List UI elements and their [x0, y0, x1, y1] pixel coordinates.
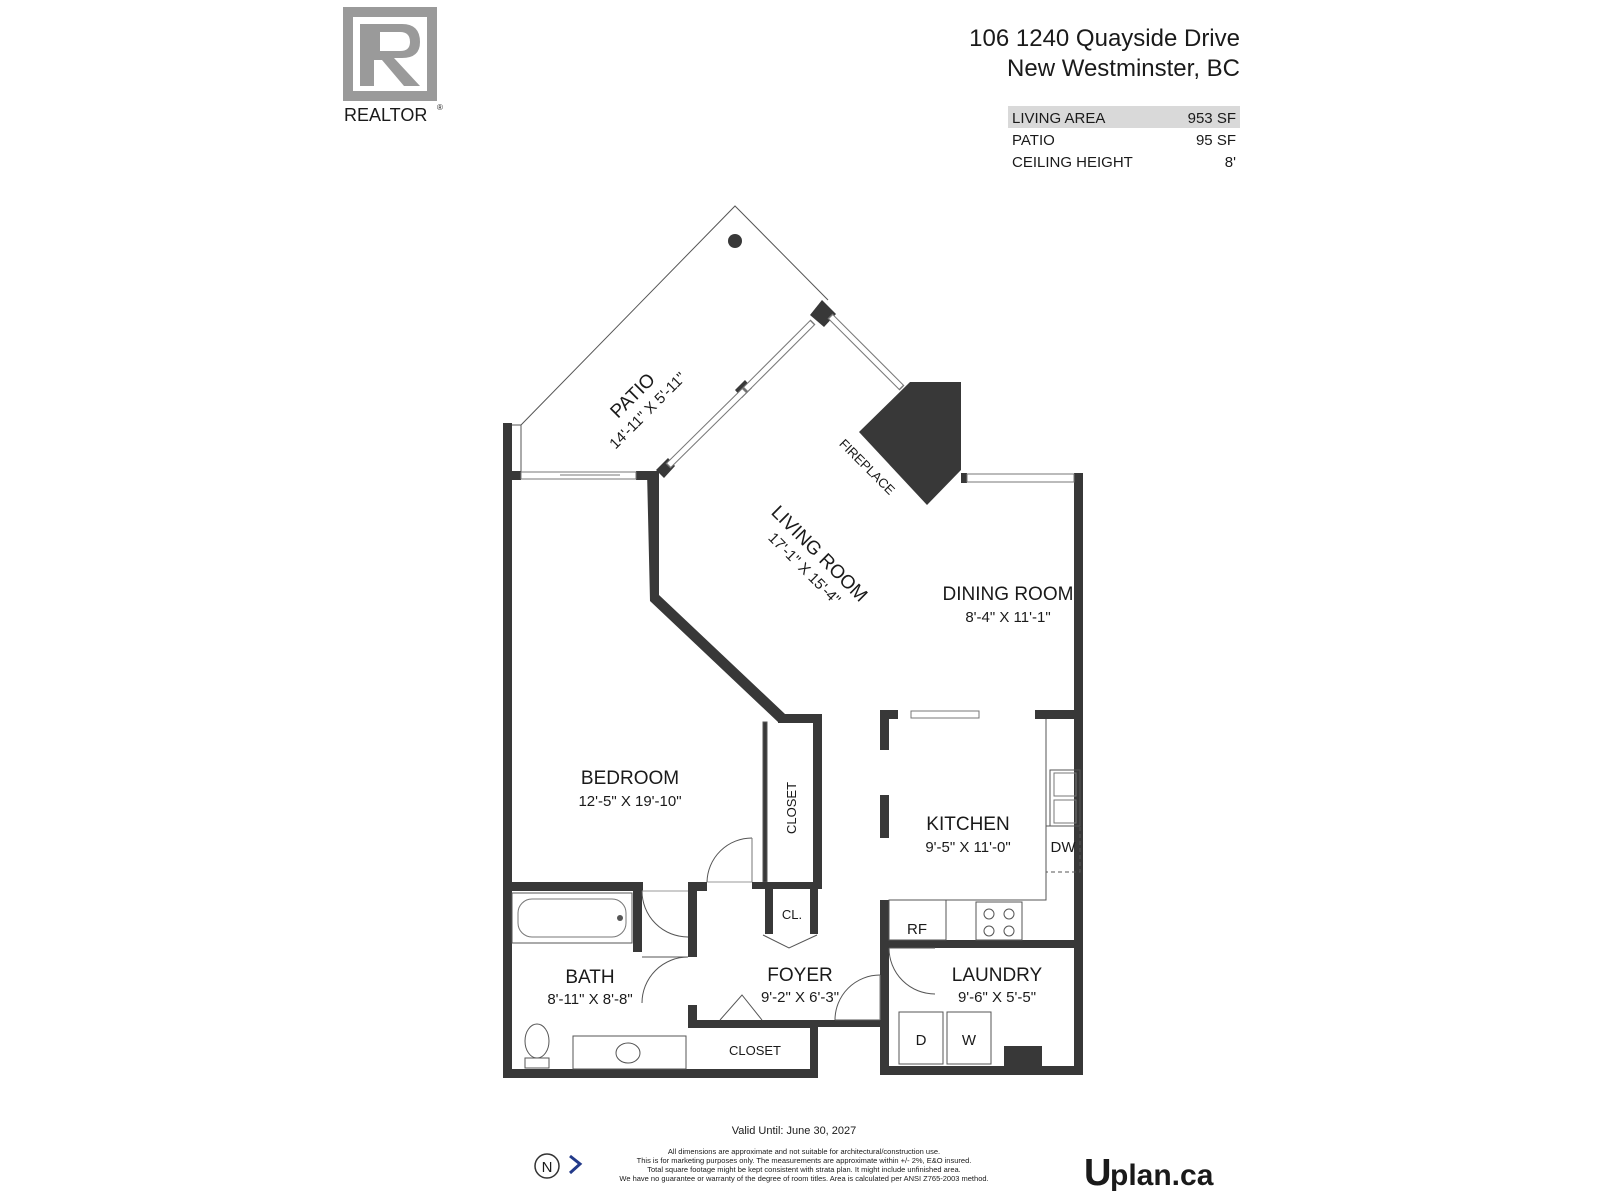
bath-label: BATH: [565, 967, 614, 988]
footer: Valid Until: June 30, 2027 All dimension…: [534, 1125, 1214, 1194]
bedroom-dims: 12'-5" X 19'-10": [578, 793, 681, 810]
patio-post: [728, 234, 742, 248]
stat-value-patio: 95 SF: [1196, 132, 1236, 149]
bedroom-closet-label: CLOSET: [784, 782, 799, 834]
address-line2: New Westminster, BC: [1007, 55, 1240, 82]
walls: [503, 205, 1083, 1078]
dryer-label: D: [916, 1032, 927, 1049]
stat-value-ceiling: 8': [1225, 154, 1236, 171]
small-closet-label: CL.: [782, 907, 802, 922]
foyer-dims: 9'-2" X 6'-3": [761, 989, 839, 1006]
fridge-label: RF: [907, 921, 927, 938]
bedroom-label: BEDROOM: [581, 768, 679, 789]
fireplace-block: [859, 382, 961, 505]
realtor-mark: ®: [437, 103, 443, 112]
realtor-text: REALTOR: [344, 105, 427, 125]
washer: [946, 1011, 992, 1065]
north-arrow-icon: [568, 1154, 583, 1175]
north-label: N: [542, 1159, 553, 1176]
dining-room-label: DINING ROOM: [943, 584, 1074, 605]
laundry-label: LAUNDRY: [952, 965, 1043, 986]
room-labels: PATIO 14'-11" X 5'-11" FIREPLACE LIVING …: [547, 369, 1077, 1058]
dining-room-dims: 8'-4" X 11'-1": [965, 609, 1050, 626]
toilet: [524, 1023, 550, 1059]
sink: [615, 1042, 641, 1064]
windows: [520, 313, 1075, 719]
bath-dims: 8'-11" X 8'-8": [547, 991, 632, 1008]
bathtub: [517, 898, 627, 938]
disclaimer-line1: All dimensions are approximate and not s…: [668, 1147, 940, 1156]
washer-label: W: [962, 1032, 977, 1049]
foyer-closet-label: CLOSET: [729, 1043, 781, 1058]
disclaimer-line4: We have no guarantee or warranty of the …: [619, 1174, 988, 1183]
disclaimer-line2: This is for marketing purposes only. The…: [637, 1156, 972, 1165]
kitchen-dims: 9'-5" X 11'-0": [925, 839, 1010, 856]
dishwasher-label: DW: [1051, 839, 1077, 856]
stat-label-living: LIVING AREA: [1012, 110, 1105, 127]
north-compass-icon: [534, 1153, 560, 1179]
kitchen-sink: [1049, 769, 1081, 827]
laundry-dims: 9'-6" X 5'-5": [958, 989, 1036, 1006]
dryer: [898, 1011, 944, 1065]
brand-name: plan.ca: [1110, 1159, 1214, 1192]
fixtures: [511, 719, 1081, 1070]
valid-until: Valid Until: June 30, 2027: [732, 1125, 857, 1137]
stat-label-ceiling: CEILING HEIGHT: [1012, 154, 1133, 171]
address-line1: 106 1240 Quayside Drive: [969, 25, 1240, 52]
stats-table: LIVING AREA 953 SF PATIO 95 SF CEILING H…: [1008, 106, 1240, 171]
kitchen-label: KITCHEN: [926, 814, 1009, 835]
disclaimer-line3: Total square footage might be kept consi…: [647, 1165, 961, 1174]
foyer-label: FOYER: [767, 965, 832, 986]
stats-highlight: [1008, 106, 1240, 128]
brand-u: U: [1084, 1152, 1111, 1194]
realtor-logo: REALTOR ®: [343, 7, 443, 125]
stat-value-living: 953 SF: [1188, 110, 1236, 127]
stat-label-patio: PATIO: [1012, 132, 1055, 149]
stove: [975, 901, 1023, 941]
